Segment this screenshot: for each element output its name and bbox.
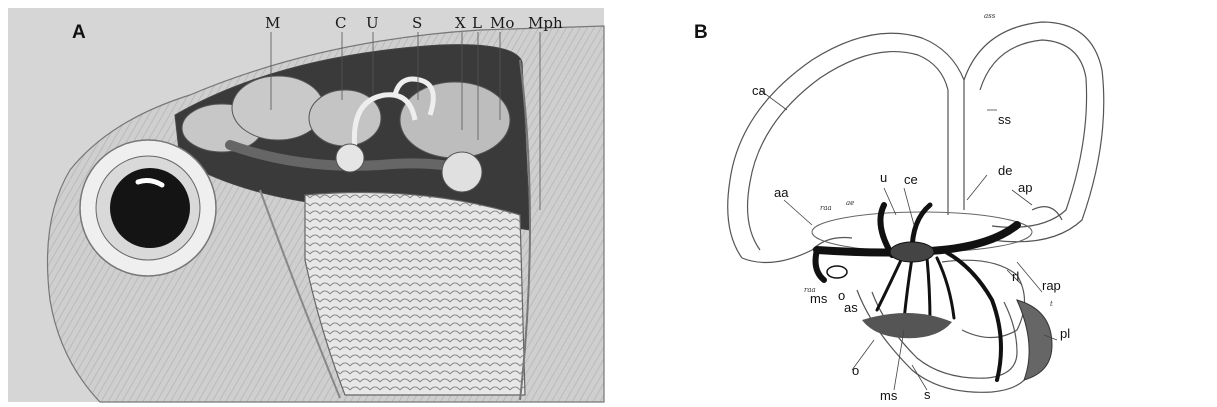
brain-lobe: [232, 76, 324, 140]
label-de: de: [998, 163, 1012, 178]
label-rl: rl: [1012, 269, 1019, 284]
label-aa: aa: [774, 185, 789, 200]
tiny-label-raa-lower: raa: [804, 286, 816, 294]
panel-b-letter: B: [694, 22, 708, 43]
panel-b-inner-ear: B ca ss de ap u ce aa ms o as rl rap pl …: [612, 0, 1217, 407]
label-Mo: Mo: [490, 14, 514, 32]
vestibulocochlear-nerve: [816, 205, 1017, 380]
label-as: as: [844, 300, 858, 315]
label-X: X: [455, 14, 466, 32]
label-M: M: [265, 14, 280, 32]
label-S: S: [412, 14, 422, 32]
label-Mph: Mph: [528, 14, 563, 32]
tiny-label-raa: raa: [820, 204, 832, 212]
ganglion: [890, 242, 934, 262]
label-ss: ss: [998, 112, 1012, 127]
label-ap: ap: [1018, 180, 1032, 195]
tiny-label-ae: ae: [846, 199, 854, 207]
label-u: u: [880, 170, 887, 185]
label-U: U: [366, 14, 379, 32]
label-L: L: [472, 14, 482, 32]
lagena: [1017, 300, 1052, 380]
label-rap: rap: [1042, 278, 1061, 293]
label-o-lower: o: [852, 363, 859, 378]
label-leaders: [760, 90, 1057, 390]
label-ce: ce: [904, 172, 918, 187]
label-pl: pl: [1060, 326, 1070, 341]
label-C: C: [335, 14, 346, 32]
brain-lobe: [400, 82, 510, 158]
tiny-label-ass: ass: [984, 12, 996, 20]
fish-head-illustration: A M C U S X L Mo Mph: [0, 0, 612, 407]
macula: [862, 313, 952, 338]
panel-a-letter: A: [72, 22, 86, 43]
ear-sac: [336, 144, 364, 172]
gill-arches: [305, 193, 525, 396]
label-s: s: [924, 387, 931, 402]
inner-ear-diagram: B ca ss de ap u ce aa ms o as rl rap pl …: [612, 0, 1217, 407]
ear-sac: [442, 152, 482, 192]
ampulla: [827, 266, 847, 278]
panel-a-fish-head: A M C U S X L Mo Mph: [0, 0, 612, 407]
label-ms-lower: ms: [880, 388, 898, 403]
label-ca: ca: [752, 83, 767, 98]
tiny-label-t: t: [1050, 300, 1053, 308]
